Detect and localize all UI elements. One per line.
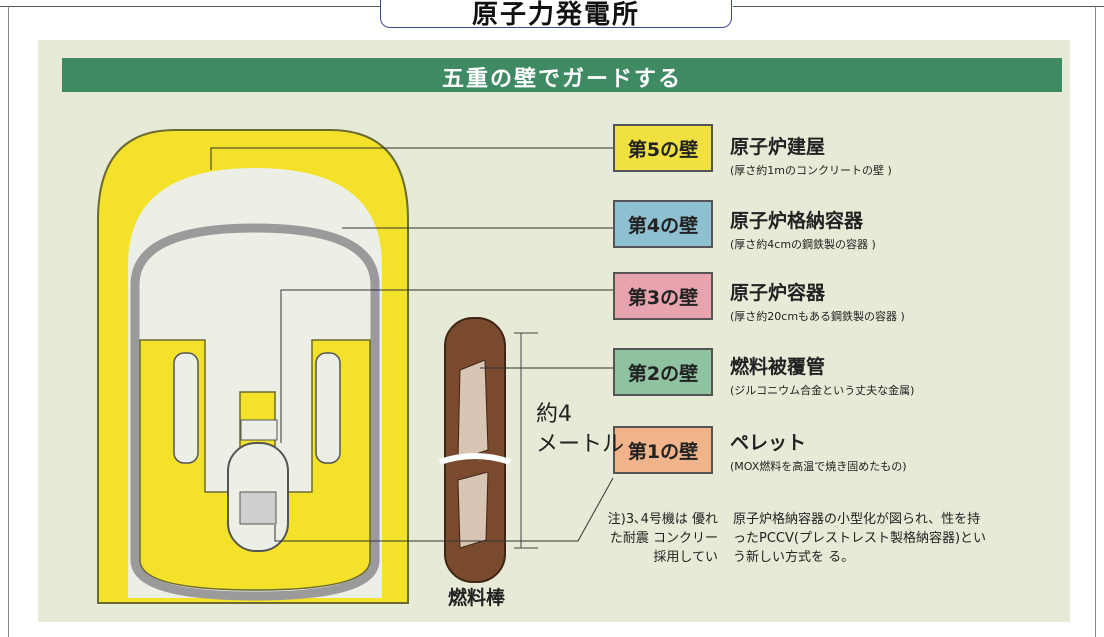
wall-3-title: 原子炉容器 bbox=[730, 282, 826, 304]
fuel-assembly bbox=[239, 491, 277, 525]
rod-length-label: 約4 メートル bbox=[536, 400, 624, 460]
wall-4-desc: (厚さ約4cmの鋼鉄製の容器 ) bbox=[730, 238, 876, 251]
fuel-rod-break bbox=[439, 453, 511, 465]
wall-1-box: 第1の壁 bbox=[613, 426, 713, 474]
leader-wall-1 bbox=[274, 477, 614, 542]
wall-2-label: 第2の壁 bbox=[627, 362, 699, 385]
note-right-text: 原子炉格納容器の小型化が図られ、性を持ったPCCV(プレストレスト製格納容器)と… bbox=[733, 512, 987, 565]
wall-1-title: ペレット bbox=[730, 432, 807, 454]
leader-wall-3 bbox=[280, 289, 613, 443]
containment-vessel bbox=[130, 223, 380, 601]
frame-top-line-left bbox=[0, 6, 380, 7]
page-title: 原子力発電所 bbox=[471, 0, 640, 30]
wall-2-title: 燃料被覆管 bbox=[730, 356, 826, 378]
wall-3-desc: (厚さ約20cmもある鋼鉄製の容器 ) bbox=[730, 310, 905, 323]
frame-right-edge bbox=[1095, 6, 1096, 637]
wall-2-desc: (ジルコニウム合金という丈夫な金属) bbox=[730, 384, 915, 397]
fuel-rod-label: 燃料棒 bbox=[448, 587, 506, 609]
frame-left-edge bbox=[8, 6, 9, 637]
wall-5-desc: (厚さ約1mのコンクリートの壁 ) bbox=[730, 164, 892, 177]
steam-generator-left bbox=[173, 352, 199, 464]
leader-wall-5 bbox=[210, 147, 613, 170]
frame-top-line-right bbox=[733, 6, 1104, 7]
note-left-text: 注)3､4号機は 優れた耐震 コンクリー 採用してい bbox=[607, 512, 718, 565]
panel-title: 五重の壁でガードする bbox=[441, 67, 682, 92]
wall-2-box: 第2の壁 bbox=[613, 348, 713, 396]
wall-3-box: 第3の壁 bbox=[613, 272, 713, 320]
wall-4-label: 第4の壁 bbox=[627, 214, 699, 237]
page-title-tab: 原子力発電所 bbox=[380, 0, 732, 30]
rod-length-value: 約4 bbox=[536, 402, 572, 427]
control-rod-drives bbox=[240, 419, 278, 441]
wall-5-box: 第5の壁 bbox=[613, 124, 713, 172]
wall-3-label: 第3の壁 bbox=[627, 286, 699, 309]
wall-4-title: 原子炉格納容器 bbox=[730, 210, 864, 232]
wall-5-title: 原子炉建屋 bbox=[730, 136, 826, 158]
wall-4-box: 第4の壁 bbox=[613, 200, 713, 248]
wall-1-label: 第1の壁 bbox=[627, 440, 699, 463]
steam-generator-right bbox=[315, 352, 341, 464]
rod-length-unit: メートル bbox=[536, 432, 625, 457]
wall-5-label: 第5の壁 bbox=[627, 138, 699, 161]
wall-1-desc: (MOX燃料を高温で焼き固めたもの) bbox=[730, 460, 907, 473]
panel-header: 五重の壁でガードする bbox=[62, 58, 1062, 92]
